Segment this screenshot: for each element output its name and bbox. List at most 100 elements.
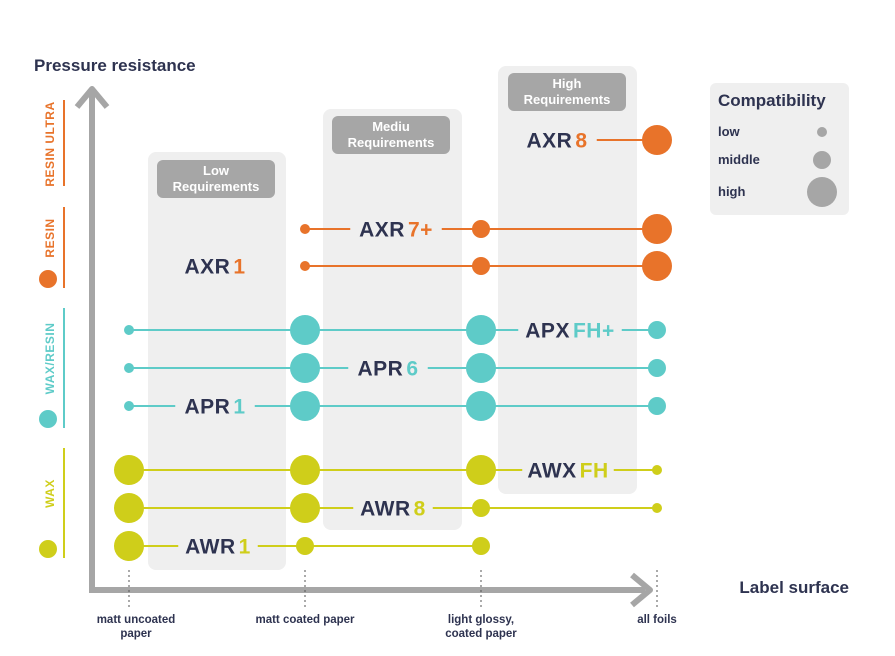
compatibility-point [648, 359, 666, 377]
compatibility-point [652, 465, 662, 475]
compatibility-point [648, 397, 666, 415]
series-label-prefix: APR [184, 396, 230, 419]
legend-item-marker [807, 177, 837, 207]
series-label-suffix: 7+ [408, 219, 433, 242]
requirement-label-line: Requirements [348, 135, 435, 150]
family-band: WAX/RESIN [39, 308, 65, 428]
requirement-panel-background [498, 66, 637, 494]
compatibility-point [472, 257, 490, 275]
legend-title: Compatibility [718, 91, 826, 110]
compatibility-point [642, 251, 672, 281]
compatibility-point [466, 353, 496, 383]
compatibility-point [642, 214, 672, 244]
family-band: RESIN [39, 207, 65, 288]
series-label-suffix: 1 [239, 536, 251, 559]
compatibility-point [642, 125, 672, 155]
series-label-prefix: AXR [184, 256, 230, 279]
family-marker [39, 410, 57, 428]
x-tick-label: matt coated paper [255, 614, 355, 626]
family-label: WAX [43, 479, 57, 508]
x-tick-label: matt uncoated [97, 614, 176, 626]
compatibility-point [466, 315, 496, 345]
requirement-label-line: Low [203, 163, 230, 178]
legend-item-marker [813, 151, 831, 169]
family-marker [39, 270, 57, 288]
compatibility-point [300, 224, 310, 234]
compatibility-point [300, 261, 310, 271]
compatibility-point [114, 531, 144, 561]
requirement-label-line: Requirements [173, 179, 260, 194]
compatibility-point [290, 493, 320, 523]
requirement-label-box [332, 116, 450, 154]
x-tick-label: all foils [637, 614, 677, 626]
series-label-prefix: APX [525, 320, 570, 343]
requirement-label-box [508, 73, 626, 111]
requirement-panel-background [323, 109, 462, 530]
compatibility-point [296, 537, 314, 555]
legend-item-label: high [718, 184, 745, 199]
legend-item-label: middle [718, 152, 760, 167]
compatibility-point [290, 391, 320, 421]
series-label-suffix: 1 [233, 256, 245, 279]
series-label-prefix: AXR [526, 130, 572, 153]
x-axis-arrow-icon [630, 572, 653, 608]
series-label-suffix: FH+ [573, 320, 615, 343]
x-tick-label: coated paper [445, 628, 517, 640]
requirement-label-box [157, 160, 275, 198]
y-axis-arrow-icon [74, 86, 110, 109]
compatibility-point [124, 325, 134, 335]
family-band: RESIN ULTRA [43, 100, 65, 187]
compatibility-point [472, 537, 490, 555]
compatibility-point [290, 353, 320, 383]
requirement-label-line: High [553, 76, 582, 91]
compatibility-point [124, 401, 134, 411]
compatibility-point [472, 220, 490, 238]
compatibility-point [124, 363, 134, 373]
requirement-label-line: Requirements [524, 92, 611, 107]
family-marker [39, 540, 57, 558]
series-label-suffix: 1 [233, 396, 245, 419]
x-tick-label: paper [120, 628, 152, 640]
x-axis-title: Label surface [739, 578, 849, 597]
series-label-suffix: 8 [414, 498, 426, 521]
compatibility-point [114, 493, 144, 523]
series-label-prefix: AWR [185, 536, 236, 559]
family-label: RESIN [43, 218, 57, 257]
legend-item-marker [817, 127, 827, 137]
compatibility-point [472, 499, 490, 517]
compatibility-point [466, 455, 496, 485]
series-label-prefix: AWX [527, 460, 576, 483]
series-label-prefix: AXR [359, 219, 405, 242]
series-label-suffix: 6 [406, 358, 418, 381]
series-label-suffix: FH [580, 460, 609, 483]
family-label: WAX/RESIN [43, 323, 57, 395]
series-label-prefix: AWR [360, 498, 411, 521]
y-axis-title: Pressure resistance [34, 56, 196, 75]
compatibility-point [114, 455, 144, 485]
family-label: RESIN ULTRA [43, 101, 57, 186]
series-label-prefix: APR [357, 358, 403, 381]
series-label-suffix: 8 [575, 130, 587, 153]
